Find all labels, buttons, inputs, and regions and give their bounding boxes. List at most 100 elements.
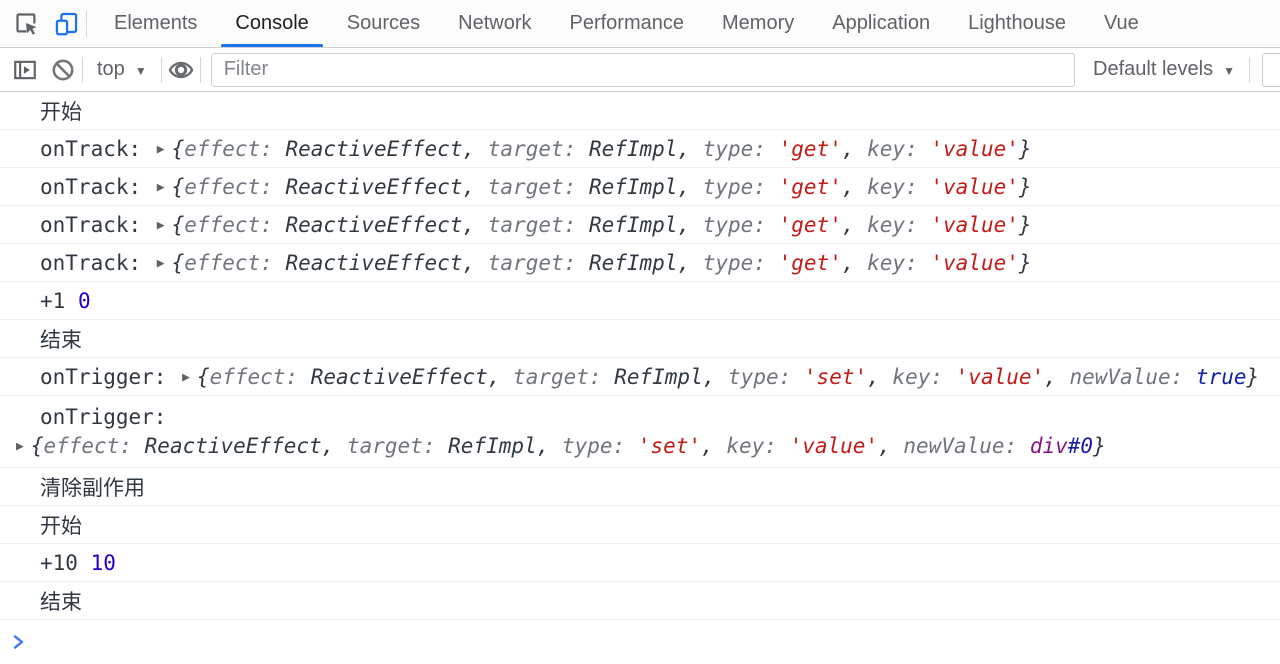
log-segment: ,: [677, 136, 703, 161]
log-segment: type:: [728, 364, 792, 389]
toolbar-divider: [1249, 56, 1250, 83]
log-segment: div: [1029, 433, 1068, 458]
inspect-element-icon[interactable]: [6, 0, 46, 47]
log-segment: ,: [536, 433, 562, 458]
log-segment: {: [196, 364, 210, 389]
log-segment: 开始: [40, 513, 82, 538]
log-segment: }: [1018, 250, 1032, 275]
tab-elements[interactable]: Elements: [95, 0, 216, 47]
clipped-toolbar-item[interactable]: [1262, 52, 1280, 87]
log-segment: 'get': [778, 174, 842, 199]
log-segment: [766, 251, 779, 275]
log-segment: target:: [487, 136, 577, 161]
console-prompt[interactable]: [0, 620, 1280, 664]
console-message-line: onTrigger:: [0, 402, 1280, 431]
log-segment: [943, 365, 956, 389]
log-segment: }: [1093, 433, 1106, 458]
log-segment: 'get': [778, 136, 842, 161]
console-message-line: +10 10: [40, 551, 116, 575]
log-segment: RefImpl: [588, 136, 678, 161]
log-segment: ,: [462, 250, 488, 275]
tab-lighthouse[interactable]: Lighthouse: [949, 0, 1085, 47]
log-segment: target:: [487, 250, 577, 275]
live-expression-eye-icon[interactable]: [162, 51, 200, 89]
console-message: +1 0: [0, 282, 1280, 320]
log-segment: ,: [321, 433, 347, 458]
context-label: top: [97, 58, 125, 80]
tab-label: Application: [832, 12, 931, 34]
log-segment: [791, 365, 804, 389]
log-segment: onTrack:: [40, 136, 154, 161]
filter-field-wrap: [210, 52, 1076, 87]
log-segment: ,: [677, 250, 703, 275]
log-segment: onTrack:: [40, 212, 154, 237]
log-segment: +10: [40, 550, 91, 575]
console-message: 结束: [0, 582, 1280, 620]
log-segment: target:: [487, 174, 577, 199]
tab-label: Sources: [346, 12, 421, 34]
log-segment: [1183, 365, 1196, 389]
console-message-line: 结束: [40, 324, 82, 354]
clear-console-icon: [52, 58, 74, 81]
log-segment: [918, 175, 931, 199]
log-segment: type:: [702, 174, 766, 199]
log-segment: ,: [462, 174, 488, 199]
inspect-element-icon: [15, 13, 37, 35]
log-segment: [918, 137, 931, 161]
expand-object-arrow-icon[interactable]: ▶: [156, 256, 165, 271]
expand-object-arrow-icon[interactable]: ▶: [16, 439, 24, 454]
log-segment: ReactiveEffect: [285, 212, 463, 237]
expand-object-arrow-icon[interactable]: ▶: [156, 180, 165, 195]
log-segment: onTrigger:: [40, 404, 167, 429]
javascript-context-selector[interactable]: top ▼: [83, 58, 161, 81]
log-segment: target:: [346, 433, 436, 458]
log-segment: [132, 434, 145, 458]
toolbar-divider: [199, 56, 201, 83]
log-segment: ,: [462, 136, 488, 161]
console-sidebar-icon[interactable]: [6, 51, 44, 89]
expand-object-arrow-icon[interactable]: ▶: [182, 370, 190, 385]
log-segment: key:: [867, 174, 918, 199]
expand-object-arrow-icon[interactable]: ▶: [156, 218, 165, 233]
log-segment: type:: [702, 250, 766, 275]
device-toolbar-icon[interactable]: [46, 0, 86, 47]
clear-console-icon[interactable]: [44, 51, 82, 89]
log-levels-selector[interactable]: Default levels ▼: [1079, 58, 1249, 81]
tab-application[interactable]: Application: [813, 0, 949, 47]
log-segment: [602, 365, 615, 389]
log-segment: effect:: [184, 212, 273, 237]
tab-label: Console: [235, 12, 309, 34]
log-segment: 'set': [637, 433, 702, 458]
log-segment: effect:: [184, 136, 273, 161]
log-segment: [625, 434, 638, 458]
log-segment: ,: [677, 212, 703, 237]
log-segment: key:: [867, 212, 918, 237]
log-segment: [777, 434, 790, 458]
log-segment: true: [1195, 364, 1247, 389]
expand-object-arrow-icon[interactable]: ▶: [156, 142, 165, 157]
log-segment: RefImpl: [448, 433, 537, 458]
tab-sources[interactable]: Sources: [328, 0, 439, 47]
log-segment: 'value': [930, 250, 1019, 275]
log-segment: ,: [462, 212, 488, 237]
tab-network[interactable]: Network: [439, 0, 550, 47]
console-message: 开始: [0, 506, 1280, 544]
log-segment: key:: [867, 136, 918, 161]
chevron-down-icon: ▼: [1223, 63, 1235, 78]
tab-vue[interactable]: Vue: [1085, 0, 1158, 47]
log-segment: }: [1018, 136, 1032, 161]
filter-input[interactable]: [210, 52, 1076, 87]
log-segment: newValue:: [1069, 364, 1184, 389]
tab-console[interactable]: Console: [216, 0, 327, 47]
console-message-line: onTrack: ▶{effect: ReactiveEffect, targe…: [40, 175, 1032, 199]
tab-memory[interactable]: Memory: [703, 0, 813, 47]
log-segment: target:: [487, 212, 577, 237]
log-segment: RefImpl: [588, 250, 678, 275]
console-message: onTrigger: ▶{effect: ReactiveEffect, tar…: [0, 358, 1280, 396]
log-segment: [576, 251, 589, 275]
device-toolbar-icon: [55, 12, 77, 36]
tab-performance[interactable]: Performance: [551, 0, 704, 47]
log-segment: ,: [867, 364, 893, 389]
